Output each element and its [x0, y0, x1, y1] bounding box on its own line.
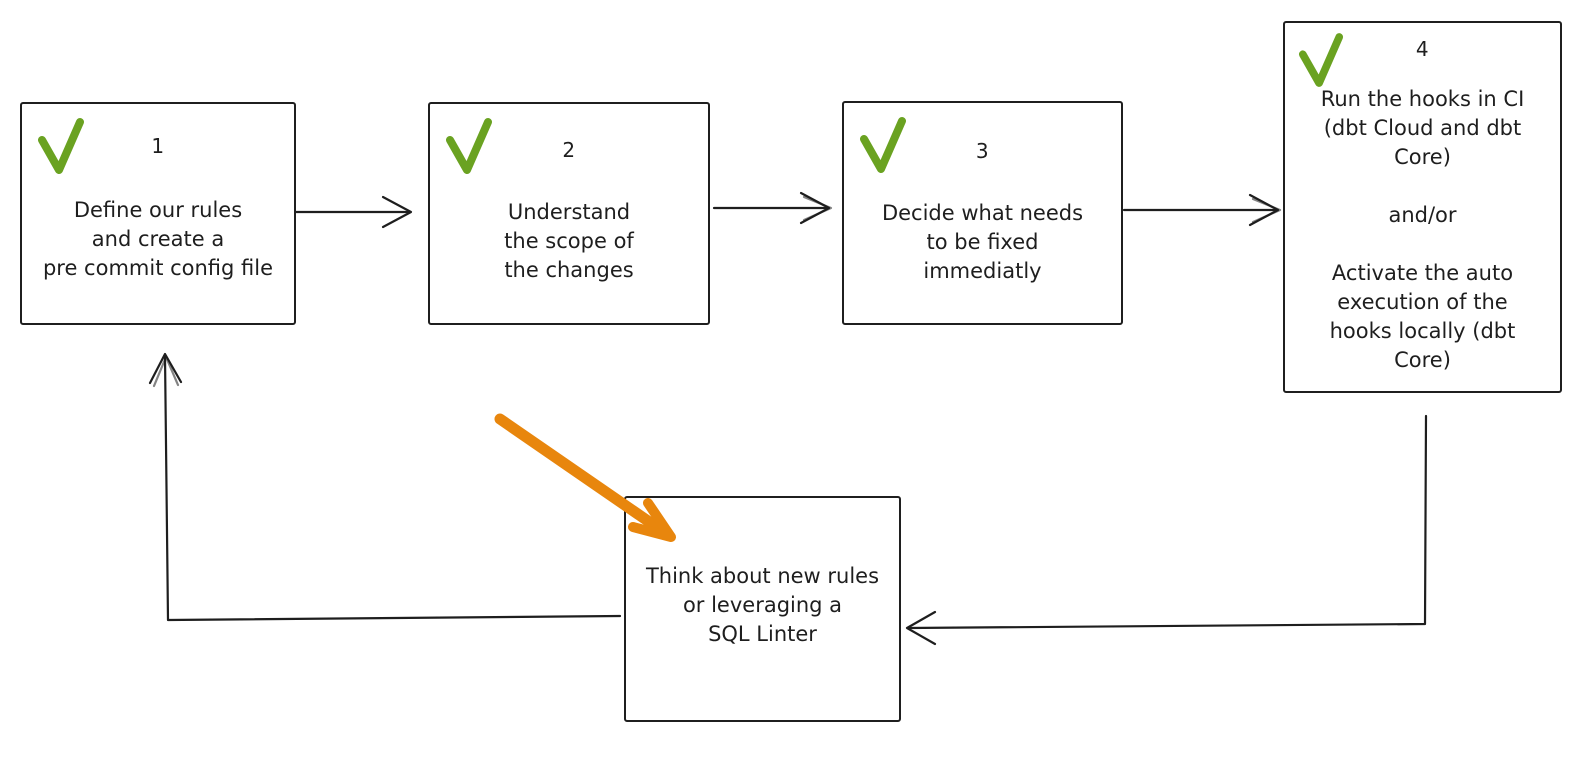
arrow-step1-to-step2 [294, 195, 413, 229]
step-number: 4 [1415, 37, 1430, 61]
feedback-text: Think about new rules or leveraging a SQ… [645, 564, 880, 646]
step-number: 1 [151, 134, 165, 158]
step-box-1: 1 Define our rules and create a pre comm… [20, 102, 296, 325]
step-text: Run the hooks in CI (dbt Cloud and dbt C… [1320, 87, 1525, 372]
feedback-box: Think about new rules or leveraging a SQ… [624, 496, 901, 722]
step-text: Understand the scope of the changes [504, 200, 634, 282]
check-icon [38, 118, 84, 174]
arrow-step4-to-feedback [905, 414, 1428, 646]
step-box-4: 4 Run the hooks in CI (dbt Cloud and dbt… [1283, 21, 1562, 393]
step-number: 2 [562, 138, 576, 162]
step-box-2: 2 Understand the scope of the changes [428, 102, 710, 325]
check-icon [446, 118, 492, 174]
step-number: 3 [975, 139, 990, 163]
arrow-step2-to-step3 [712, 191, 833, 225]
step-text: Decide what needs to be fixed immediatly [881, 201, 1084, 283]
step-box-3: 3 Decide what needs to be fixed immediat… [842, 101, 1123, 325]
check-icon [860, 117, 906, 173]
arrow-step3-to-step4 [1122, 193, 1282, 227]
step-text: Define our rules and create a pre commit… [42, 198, 274, 280]
arrow-feedback-to-step1 [148, 352, 622, 622]
check-icon [1298, 33, 1344, 87]
